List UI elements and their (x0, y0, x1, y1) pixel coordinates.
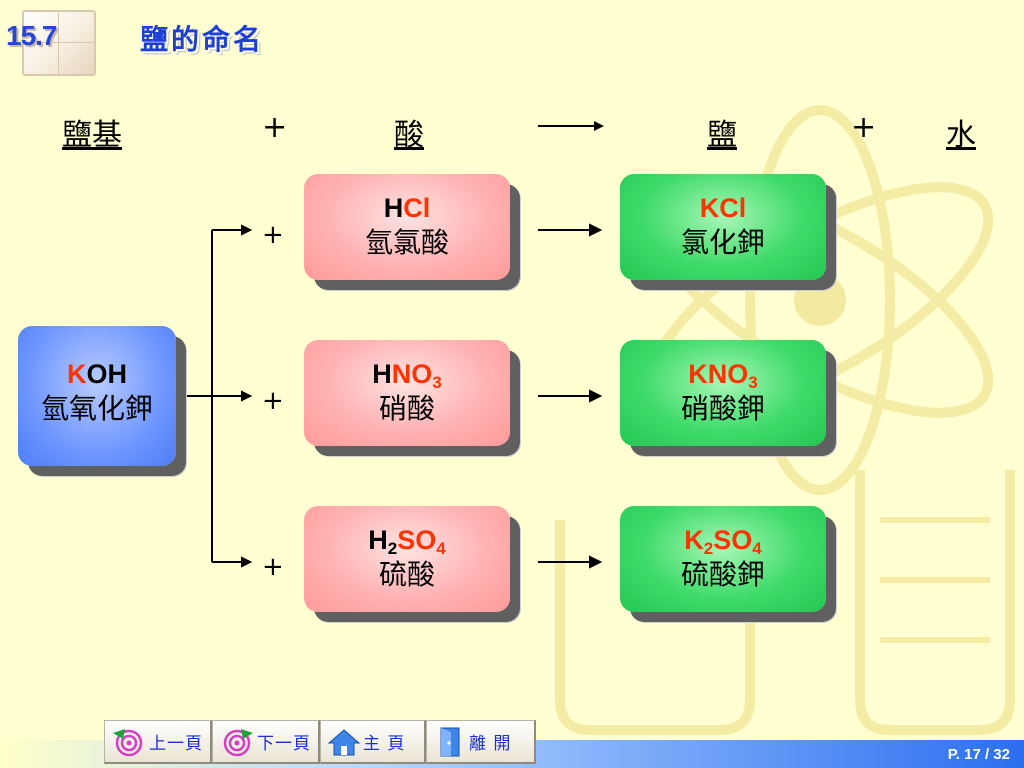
formula-h2so4: H2SO4 (368, 525, 446, 558)
exit-door-icon (440, 727, 460, 756)
exit-button[interactable]: 離 開 (426, 720, 536, 764)
equation-plus-2: + (851, 110, 877, 145)
equation-plus-1: + (262, 110, 288, 145)
section-badge (22, 10, 96, 76)
acid-box-hcl: HCl 氫氯酸 (304, 174, 510, 280)
salt-box-kcl: KCl 氯化鉀 (620, 174, 826, 280)
reaction-plus-2: + (262, 386, 284, 416)
salt-name-k2so4: 硫酸鉀 (680, 558, 765, 591)
acid-name-hcl: 氫氯酸 (364, 226, 449, 259)
equation-acid: 酸 (394, 118, 424, 153)
formula-hno3: HNO3 (372, 359, 442, 392)
base-box-koh: KOH 氫氧化鉀 (18, 326, 176, 466)
page-title: 鹽的命名 (140, 23, 265, 56)
formula-koh: KOH (67, 359, 127, 389)
next-spiral-icon (223, 728, 253, 756)
reaction-plus-3: + (262, 552, 284, 582)
acid-name-hno3: 硝酸 (378, 392, 435, 425)
next-page-button[interactable]: 下一頁 (212, 720, 320, 764)
formula-kno3: KNO3 (688, 359, 758, 392)
formula-hcl: HCl (383, 193, 431, 223)
base-name: 氫氧化鉀 (40, 392, 153, 425)
reaction-plus-1: + (262, 220, 284, 250)
salt-box-k2so4: K2SO4 硫酸鉀 (620, 506, 826, 612)
equation-water: 水 (946, 118, 976, 153)
exit-label: 離 開 (469, 734, 512, 754)
next-page-label: 下一頁 (257, 734, 311, 754)
formula-kcl: KCl (699, 193, 747, 223)
equation-base: 鹽基 (62, 118, 122, 153)
salt-name-kno3: 硝酸鉀 (680, 392, 765, 425)
salt-name-kcl: 氯化鉀 (680, 226, 765, 259)
acid-name-h2so4: 硫酸 (378, 558, 435, 591)
formula-k2so4: K2SO4 (684, 525, 762, 558)
home-label: 主 頁 (363, 734, 406, 754)
home-button[interactable]: 主 頁 (320, 720, 426, 764)
home-icon (327, 728, 361, 755)
equation-arrow (538, 121, 604, 131)
prev-page-label: 上一頁 (149, 734, 203, 754)
page-number: P. 17 / 32 (947, 746, 1010, 763)
section-number: 15.7 (6, 20, 57, 51)
prev-page-button[interactable]: 上一頁 (104, 720, 212, 764)
acid-box-h2so4: H2SO4 硫酸 (304, 506, 510, 612)
acid-box-hno3: HNO3 硝酸 (304, 340, 510, 446)
prev-spiral-icon (113, 728, 143, 756)
equation-salt: 鹽 (707, 118, 737, 153)
navigation-bar: 上一頁 下一頁 主 頁 離 開 (104, 720, 536, 766)
salt-box-kno3: KNO3 硝酸鉀 (620, 340, 826, 446)
